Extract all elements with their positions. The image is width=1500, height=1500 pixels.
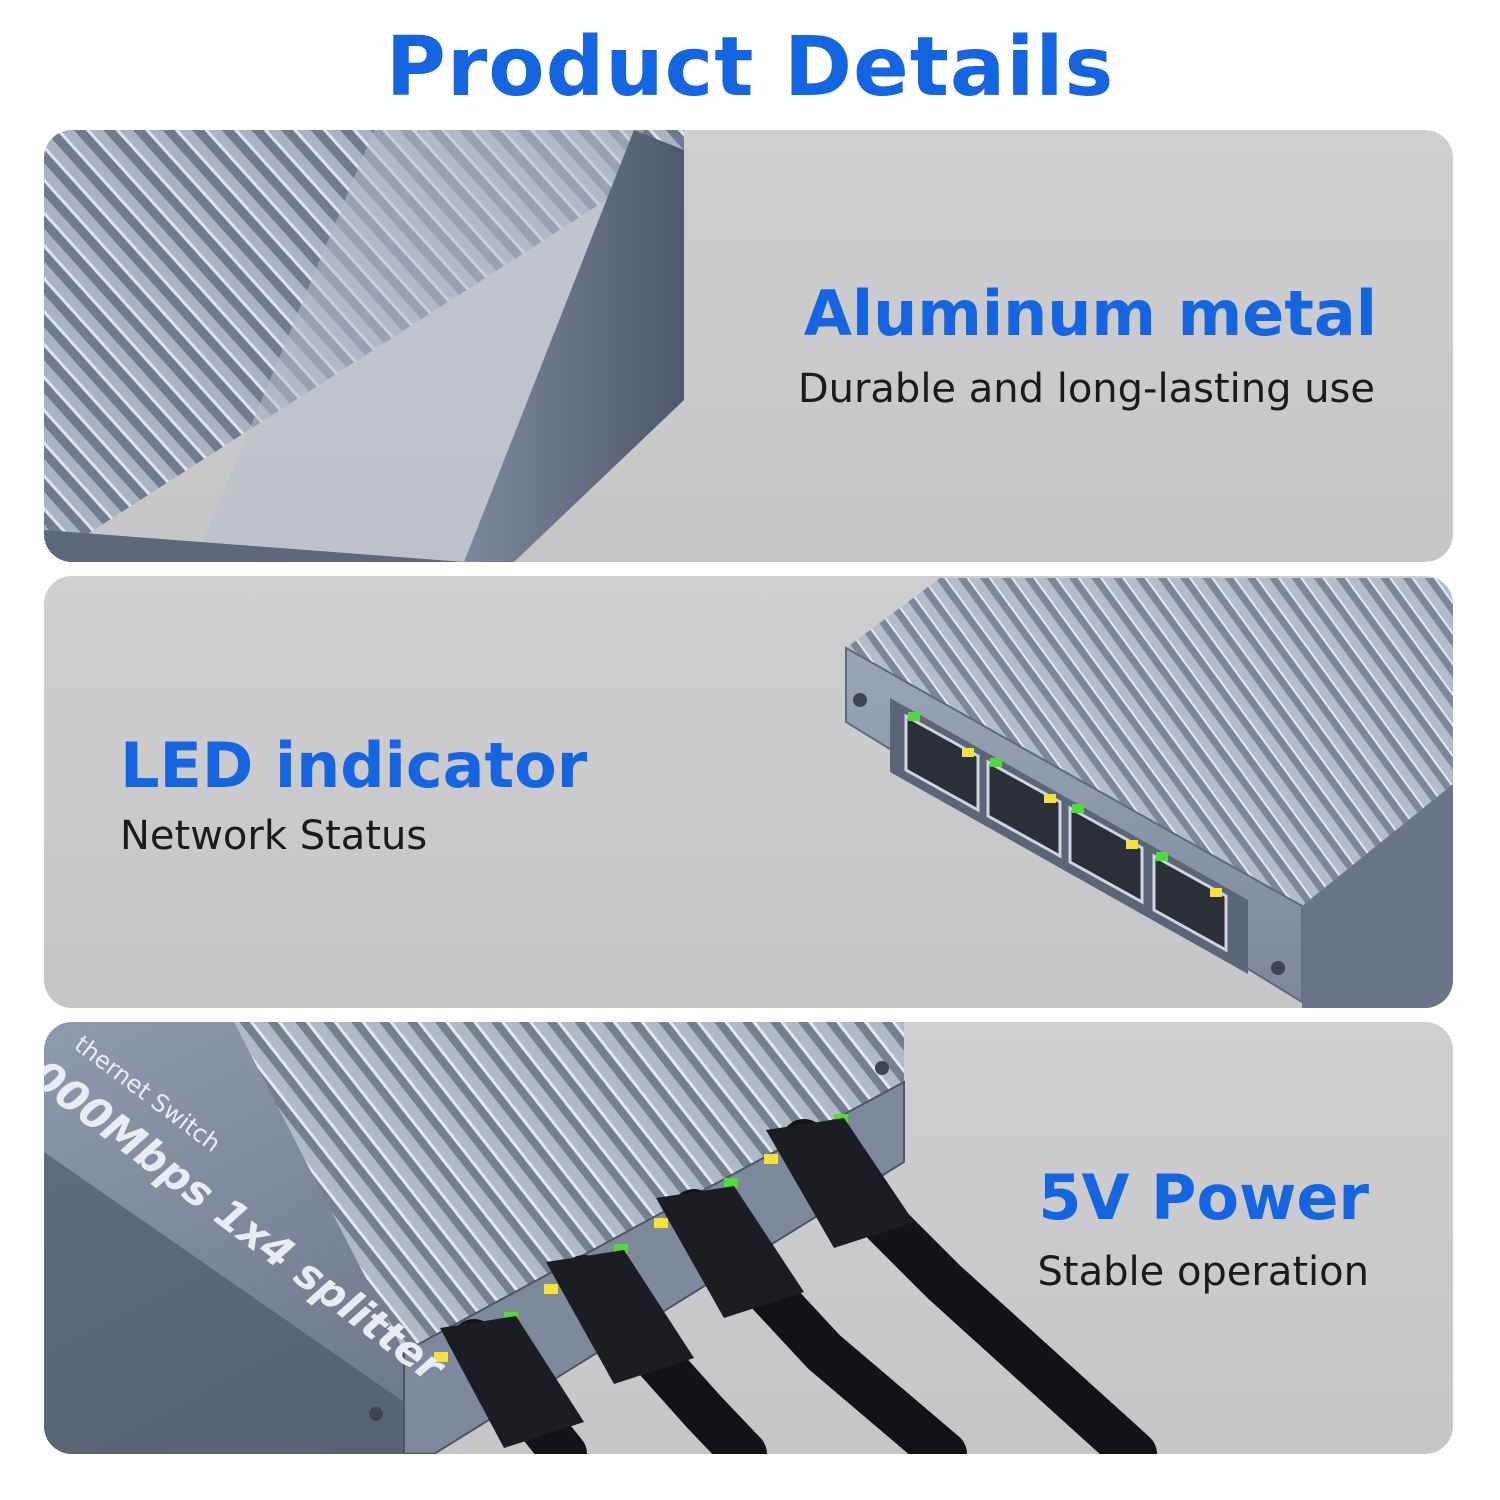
heading-5v-power: 5V Power: [1038, 1161, 1369, 1234]
feature-panel-power: thernet Switch 000Mbps 1x4 splitter 5V P…: [44, 1022, 1453, 1454]
feature-panel-led: LED indicator Network Status: [44, 576, 1453, 1008]
page-title: Product Details: [385, 20, 1115, 115]
subtext-stable-operation: Stable operation: [1037, 1249, 1369, 1295]
feature-panel-aluminum: Aluminum metal Durable and long-lasting …: [44, 130, 1453, 562]
switch-with-cables-image: [44, 1022, 1157, 1454]
aluminum-case-image: [44, 130, 684, 562]
ethernet-switch-image: [845, 578, 1453, 1008]
heading-aluminum-metal: Aluminum metal: [803, 277, 1377, 350]
heading-led-indicator: LED indicator: [120, 729, 588, 802]
subtext-network-status: Network Status: [120, 813, 428, 859]
subtext-durable: Durable and long-lasting use: [797, 366, 1375, 412]
